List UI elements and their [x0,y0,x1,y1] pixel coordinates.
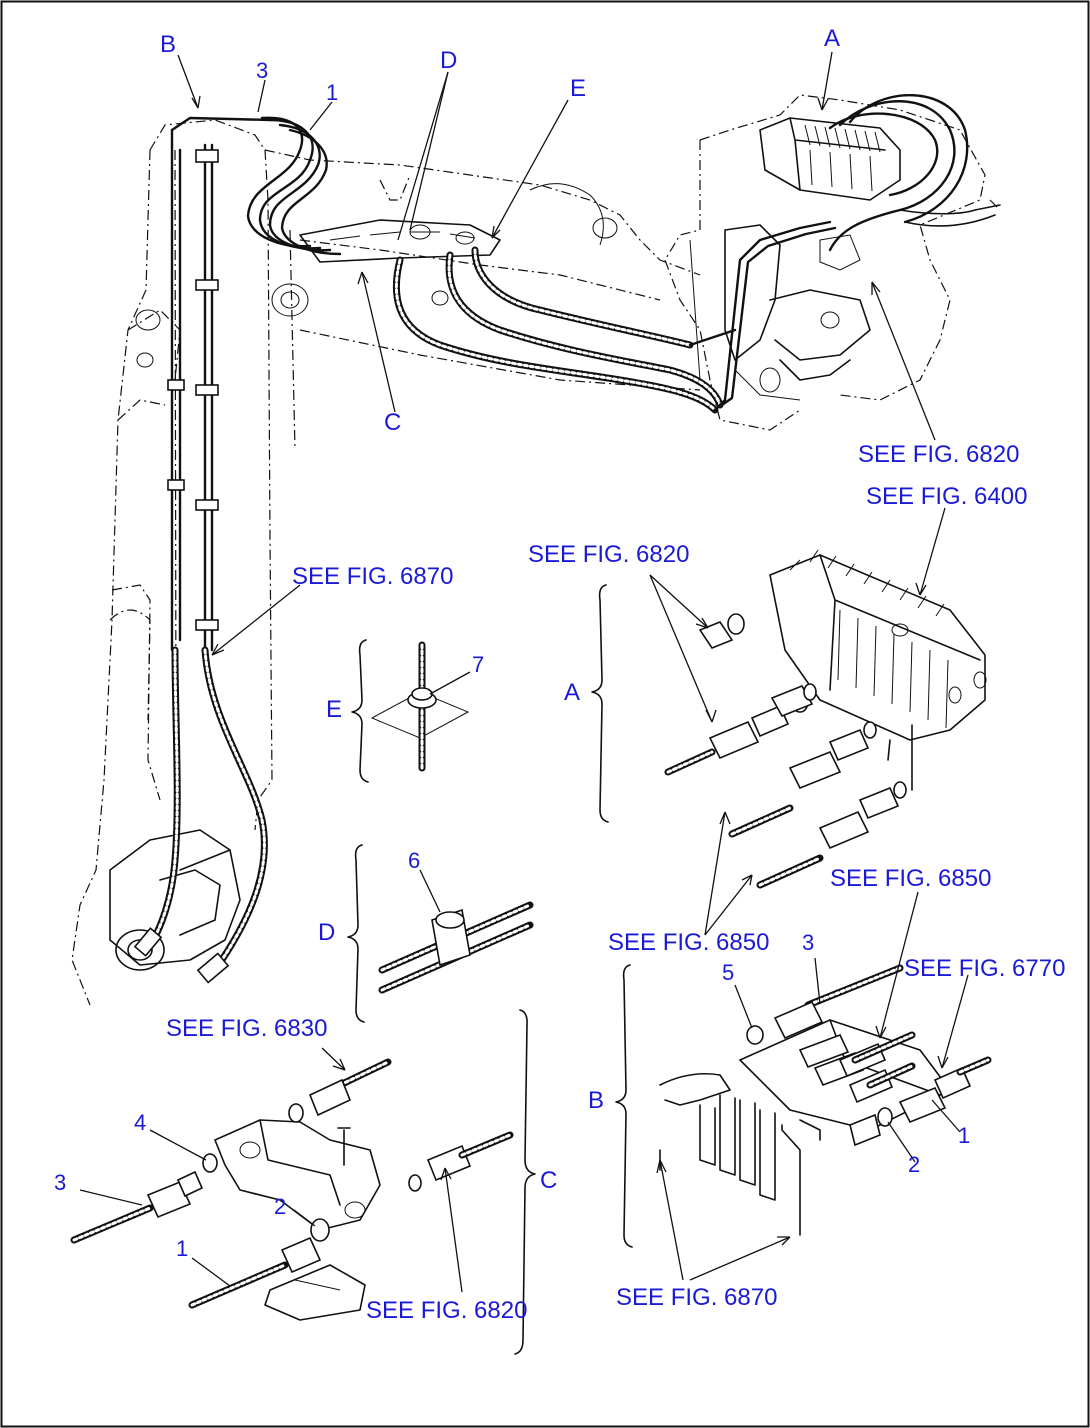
item-label-2-b: 2 [908,1152,920,1177]
ref-fig-6850-mid: SEE FIG. 6850 [608,929,769,956]
ref-fig-6820-c: SEE FIG. 6820 [366,1297,527,1324]
detail-B [615,964,992,1248]
detail-E [351,639,471,783]
detail-C [70,1009,536,1355]
item-label-6: 6 [408,848,420,873]
detail-label-d: D [318,919,335,946]
detail-label-c: C [540,1167,557,1194]
item-label-3: 3 [256,58,268,83]
item-label-2-c: 2 [274,1194,286,1219]
control-valve-top [759,94,1001,252]
item-label-4: 4 [134,1110,146,1135]
item-label-7: 7 [472,652,484,677]
ref-fig-6820-top: SEE FIG. 6820 [858,441,1019,468]
view-label-d: D [440,47,457,74]
ref-fig-6830: SEE FIG. 6830 [166,1015,327,1042]
ref-fig-6870-arm: SEE FIG. 6870 [292,563,453,590]
detail-D [347,844,534,1023]
item-label-1-c: 1 [176,1236,188,1261]
leader-lines [79,51,969,1293]
detail-label-b: B [588,1087,604,1114]
item-label-5: 5 [722,960,734,985]
item-label-1-b: 1 [958,1123,970,1148]
view-label-b: B [160,31,176,58]
ref-fig-6770: SEE FIG. 6770 [904,955,1065,982]
view-label-e: E [570,75,586,102]
detail-label-e: E [326,696,342,723]
view-label-c: C [384,409,401,436]
ref-fig-6820-a: SEE FIG. 6820 [528,541,689,568]
callout-labels: B 3 1 D E A C SEE FIG. 6820 SEE FIG. 640… [54,25,1065,1324]
item-label-3-c: 3 [54,1170,66,1195]
boom-assembly [71,94,1001,1006]
detail-A [591,549,987,889]
item-label-3-b: 3 [802,930,814,955]
ref-fig-6870-b: SEE FIG. 6870 [616,1284,777,1311]
ref-fig-6400: SEE FIG. 6400 [866,483,1027,510]
ref-fig-6850-top: SEE FIG. 6850 [830,865,991,892]
detail-label-a: A [564,679,580,706]
item-label-1: 1 [326,80,338,105]
view-label-a: A [824,25,840,52]
